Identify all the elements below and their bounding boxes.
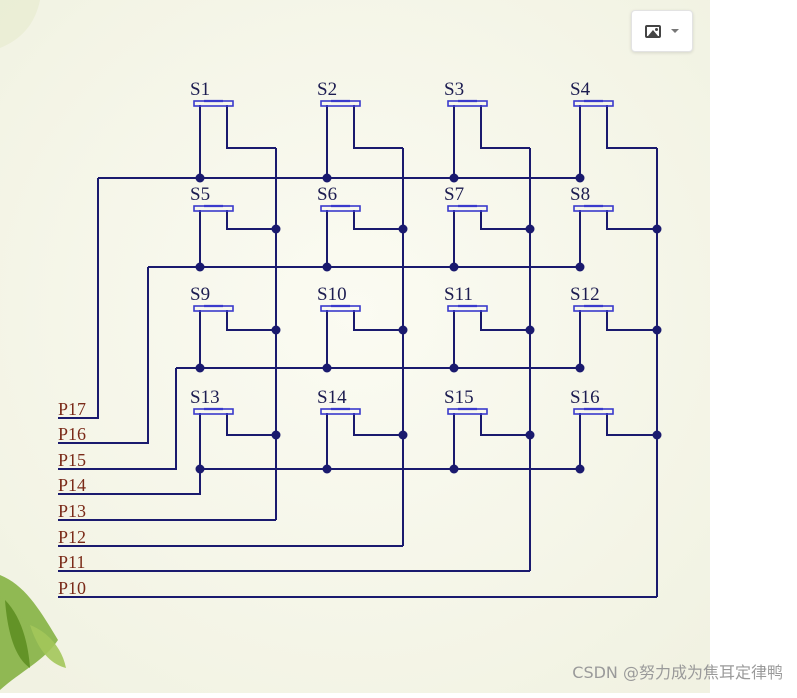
switch-right-lead xyxy=(606,105,657,149)
port-label: P15 xyxy=(58,450,86,470)
switch-right-lead xyxy=(606,310,657,331)
image-options-button[interactable] xyxy=(631,10,693,52)
port-label: P10 xyxy=(58,578,86,598)
chevron-down-icon xyxy=(671,29,679,33)
junction-dot xyxy=(575,262,585,272)
switch-label: S7 xyxy=(444,184,464,205)
junction-dot xyxy=(652,224,662,234)
junction-dot xyxy=(195,173,205,183)
switch-label: S1 xyxy=(190,79,210,100)
switch-right-lead xyxy=(480,210,530,230)
switch-label: S6 xyxy=(317,184,337,205)
switch-label: S5 xyxy=(190,184,210,205)
switch-right-lead xyxy=(353,310,403,331)
switch-label: S16 xyxy=(570,387,600,408)
junction-dot xyxy=(195,363,205,373)
junction-dot xyxy=(398,224,408,234)
port-label: P17 xyxy=(58,399,86,419)
watermark-text: CSDN @努力成为焦耳定律鸭 xyxy=(572,663,783,682)
junction-dot xyxy=(652,430,662,440)
junction-dot xyxy=(575,363,585,373)
switch-right-lead xyxy=(226,413,276,436)
port-wire-row xyxy=(58,267,149,444)
switch-right-lead xyxy=(226,210,276,230)
switch-label: S9 xyxy=(190,284,210,305)
port-label: P12 xyxy=(58,527,86,547)
junction-dot xyxy=(575,464,585,474)
port-wire-row xyxy=(58,368,177,470)
switch-label: S10 xyxy=(317,284,347,305)
switch-label: S15 xyxy=(444,387,474,408)
leaf-decoration xyxy=(0,0,66,690)
switch-label: S14 xyxy=(317,387,347,408)
junction-dot xyxy=(195,262,205,272)
port-label: P16 xyxy=(58,424,86,444)
switch-right-lead xyxy=(226,105,276,149)
junction-dot xyxy=(398,430,408,440)
switch-label: S11 xyxy=(444,284,473,305)
switch-label: S13 xyxy=(190,387,220,408)
junction-dot xyxy=(322,464,332,474)
wire-layer xyxy=(58,105,658,598)
port-wire-row xyxy=(58,178,99,419)
background-panel xyxy=(0,0,710,693)
port-label: P14 xyxy=(58,475,86,495)
image-icon xyxy=(645,24,661,38)
switch-right-lead xyxy=(480,310,530,331)
port-label: P11 xyxy=(58,552,85,572)
junction-dot xyxy=(195,464,205,474)
switch-label: S8 xyxy=(570,184,590,205)
junction-dot xyxy=(322,173,332,183)
switch-right-lead xyxy=(480,105,530,149)
switch-right-lead xyxy=(480,413,530,436)
switch-label: S2 xyxy=(317,79,337,100)
switch-right-lead xyxy=(353,105,403,149)
switch-right-lead xyxy=(226,310,276,331)
junction-layer xyxy=(195,173,662,474)
junction-dot xyxy=(449,363,459,373)
port-wire-row xyxy=(58,469,201,495)
switch-right-lead xyxy=(606,413,657,436)
switch-right-lead xyxy=(353,413,403,436)
switch-right-lead xyxy=(606,210,657,230)
junction-dot xyxy=(271,224,281,234)
junction-dot xyxy=(271,430,281,440)
junction-dot xyxy=(322,262,332,272)
junction-dot xyxy=(525,430,535,440)
junction-dot xyxy=(652,325,662,335)
junction-dot xyxy=(322,363,332,373)
port-label: P13 xyxy=(58,501,86,521)
switch-label: S4 xyxy=(570,79,591,100)
junction-dot xyxy=(575,173,585,183)
switch-layer xyxy=(193,99,614,415)
switch-label: S12 xyxy=(570,284,600,305)
switch-label: S3 xyxy=(444,79,464,100)
junction-dot xyxy=(525,224,535,234)
junction-dot xyxy=(398,325,408,335)
switch-right-lead xyxy=(353,210,403,230)
junction-dot xyxy=(449,173,459,183)
junction-dot xyxy=(449,262,459,272)
junction-dot xyxy=(271,325,281,335)
junction-dot xyxy=(449,464,459,474)
junction-dot xyxy=(525,325,535,335)
